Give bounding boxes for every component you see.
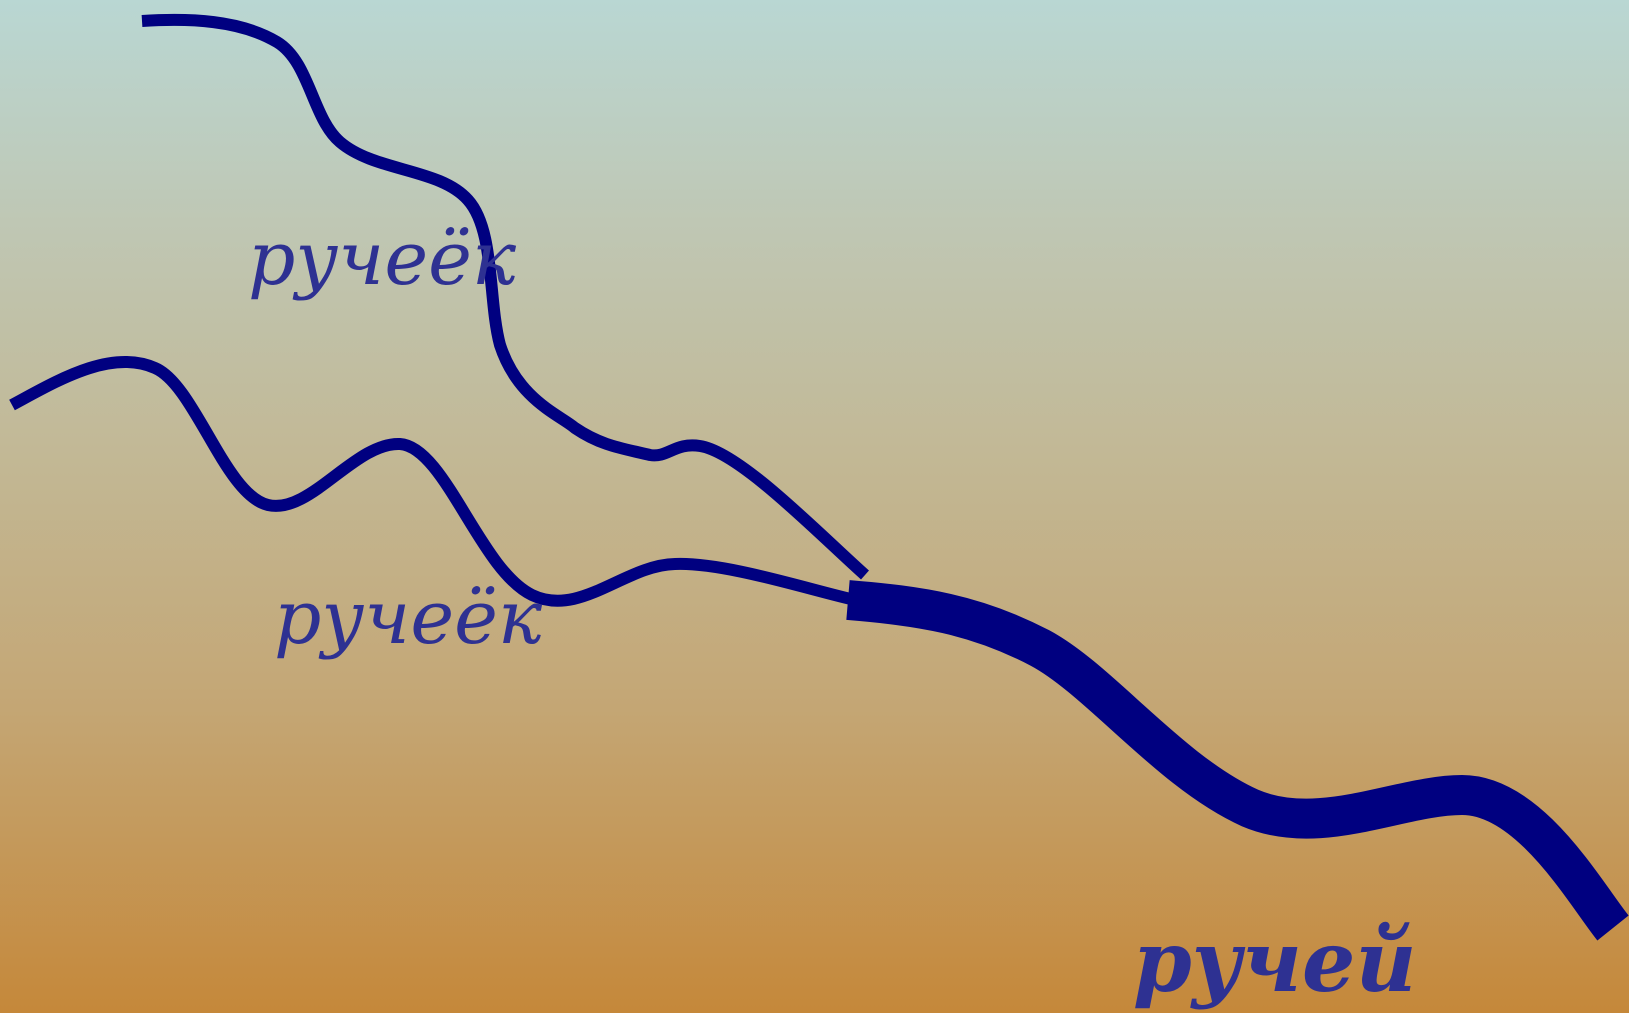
lower-small-stream [9,355,857,607]
upper-small-stream [141,13,869,580]
main-stream-label: ручей [1133,912,1417,1011]
lower-stream-label: ручеёк [274,575,543,661]
upper-stream-label: ручеёк [248,216,517,302]
main-stream [846,580,1629,941]
